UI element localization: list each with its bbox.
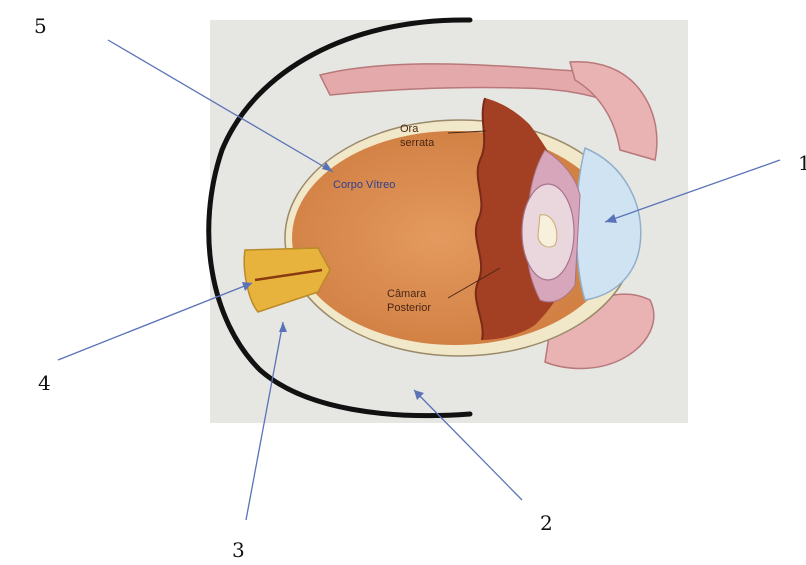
ora-serrata-label-line1: Ora (400, 123, 419, 135)
vitreous-label: Corpo Vítreo (333, 179, 395, 191)
callout-4: 4 (38, 371, 51, 395)
callout-5: 5 (34, 14, 47, 38)
callout-3: 3 (232, 538, 245, 562)
callout-2: 2 (540, 511, 553, 535)
posterior-chamber-label-line1: Câmara (387, 288, 427, 300)
ora-serrata-label-line2: serrata (400, 137, 435, 149)
posterior-chamber-label-line2: Posterior (387, 302, 431, 314)
callout-1: 1 (798, 151, 806, 175)
